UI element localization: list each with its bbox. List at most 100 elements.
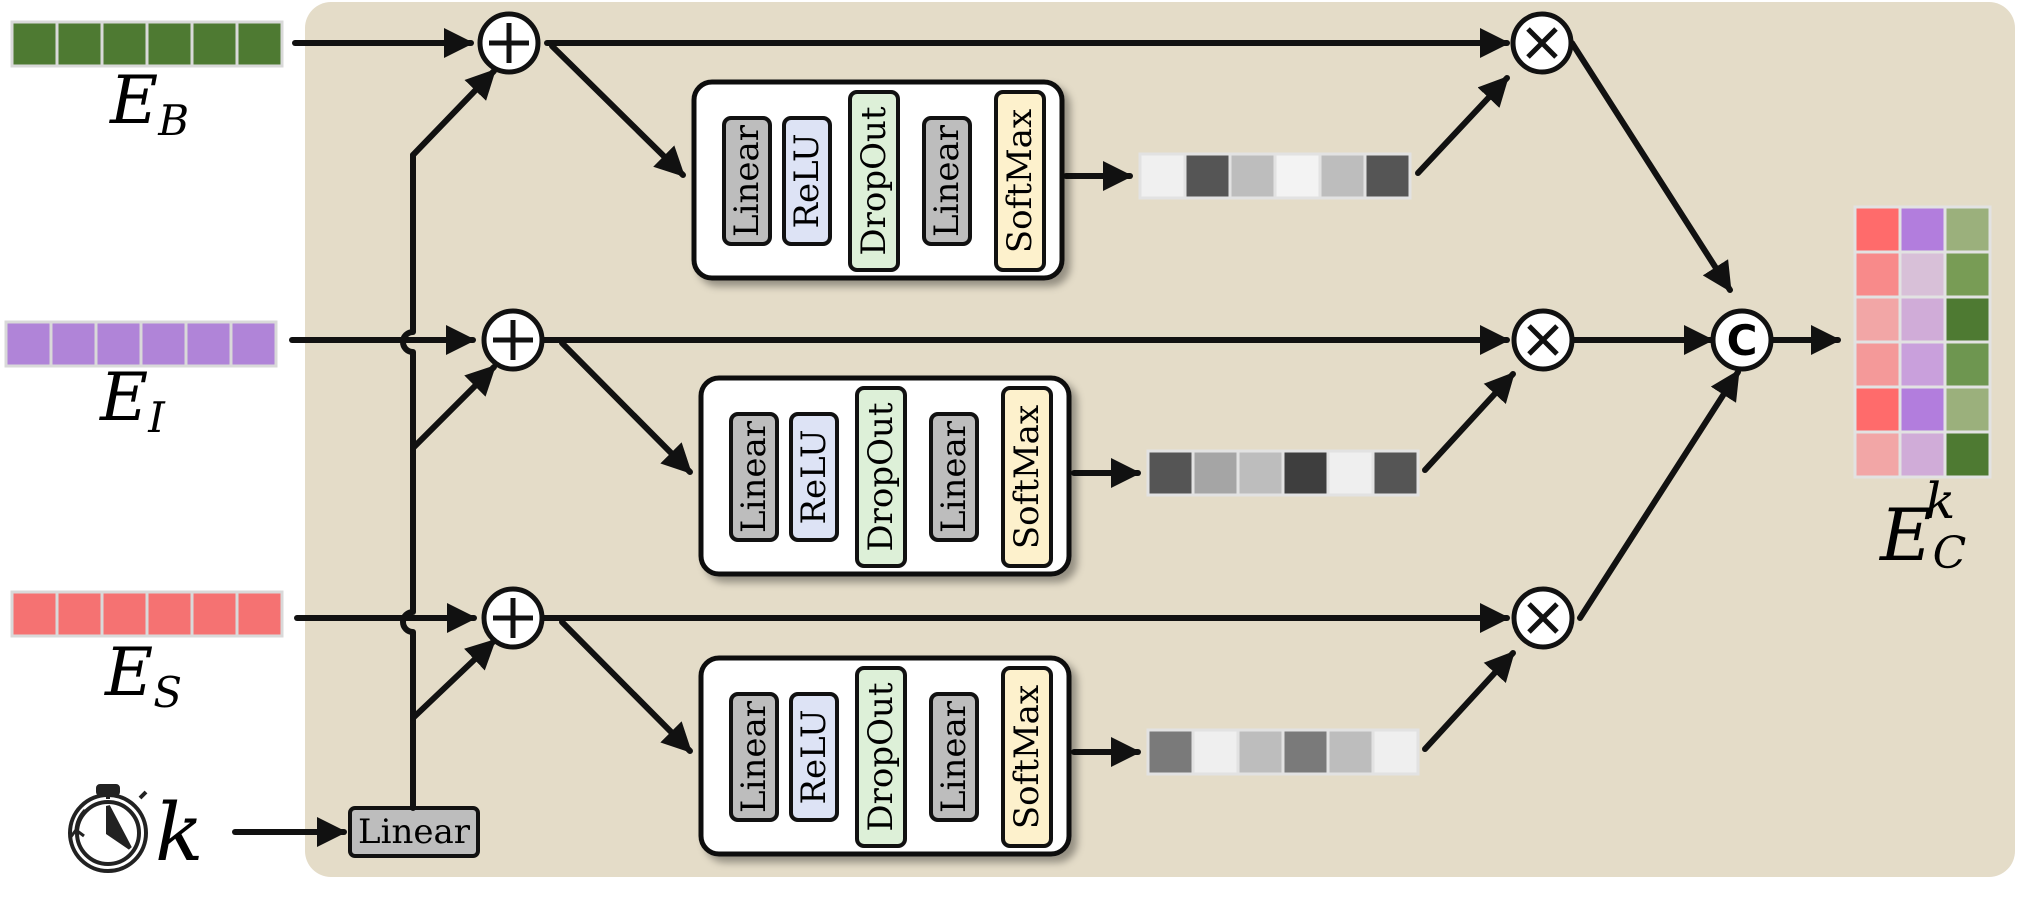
output-cell	[1943, 250, 1992, 299]
output-cell	[1898, 295, 1947, 344]
concat-op-label: C	[1727, 316, 1758, 365]
weights-s-to-mul-arrow	[1422, 650, 1516, 752]
mlp-layer-label: SoftMax	[1007, 685, 1047, 829]
embedding-s-cell	[100, 590, 149, 638]
embedding-b-cell	[145, 20, 194, 68]
attention-weight-cell	[1326, 728, 1375, 776]
output-cell	[1853, 250, 1902, 299]
mlp-layer-dropout	[855, 386, 907, 568]
attention-weight-cell	[1146, 728, 1195, 776]
embedding-b-cell	[190, 20, 239, 68]
embedding-e-b-bar	[10, 20, 284, 68]
mlp-layer-linear	[929, 412, 979, 542]
embedding-s-cell	[145, 590, 194, 638]
time-to-add-i-arrow	[410, 364, 497, 451]
mlp-layer-label: ReLU	[787, 133, 827, 228]
mlp-layer-label: DropOut	[861, 402, 901, 552]
output-cell	[1943, 385, 1992, 434]
embedding-e-i-bar	[4, 320, 278, 368]
output-cell	[1898, 385, 1947, 434]
embedding-s-cell	[10, 590, 59, 638]
output-label-sup: k	[1925, 472, 1955, 530]
output-cell	[1898, 430, 1947, 479]
mlp-layer-label: Linear	[934, 420, 974, 533]
attention-weight-cell	[1183, 152, 1232, 200]
attention-weight-cell	[1228, 152, 1277, 200]
embedding-i-cell	[4, 320, 53, 368]
output-cell	[1943, 430, 1992, 479]
attention-weight-cell	[1191, 449, 1240, 497]
add-i-to-mlp-arrow	[559, 340, 693, 475]
output-cell	[1853, 340, 1902, 389]
mul-b-to-concat-arrow	[1569, 40, 1733, 293]
time-trunk-line	[400, 152, 416, 811]
attention-weight-cell	[1318, 152, 1367, 200]
mlp-layer-softmax	[1001, 386, 1053, 568]
attention-mlp-block-i: Linear ReLU DropOut Linear SoftMax	[698, 375, 1072, 577]
label-e-s-symbol: E	[104, 634, 153, 711]
attention-weight-cell	[1363, 152, 1412, 200]
attention-weight-cell	[1281, 449, 1330, 497]
mlp-layer-linear	[729, 412, 779, 542]
output-embedding-grid	[1853, 205, 1992, 479]
embedding-e-s-bar	[10, 590, 284, 638]
mlp-layer-label: Linear	[727, 124, 767, 237]
attention-weight-cell	[1281, 728, 1330, 776]
label-e-s-sub: S	[153, 668, 182, 717]
mlp-layer-linear	[922, 116, 972, 246]
mlp-layer-linear	[729, 692, 779, 822]
embedding-s-cell	[235, 590, 284, 638]
mlp-layer-dropout	[848, 90, 900, 272]
label-e-i-symbol: E	[99, 359, 148, 436]
mlp-layer-linear	[929, 692, 979, 822]
mlp-layer-label: ReLU	[794, 429, 834, 524]
time-to-add-s-arrow	[410, 638, 497, 721]
embedding-b-cell	[100, 20, 149, 68]
attention-weight-cell	[1236, 728, 1285, 776]
attention-weight-cell	[1371, 449, 1420, 497]
weights-i-to-mul-arrow	[1422, 371, 1516, 473]
label-e-b: EB	[109, 62, 189, 145]
attention-weight-cell	[1371, 728, 1420, 776]
label-e-b-sub: B	[157, 96, 189, 145]
attention-weights-b	[1138, 152, 1412, 200]
mlp-layer-relu	[782, 116, 832, 246]
mlp-layer-label: Linear	[734, 420, 774, 533]
attention-weight-cell	[1326, 449, 1375, 497]
output-label-symbol: E	[1878, 493, 1933, 577]
mlp-layer-softmax	[1001, 666, 1053, 848]
mlp-layer-label: SoftMax	[1007, 405, 1047, 549]
time-to-add-b-arrow	[410, 68, 497, 158]
label-e-b-symbol: E	[109, 62, 158, 139]
output-cell	[1898, 340, 1947, 389]
attention-weights-i	[1146, 449, 1420, 497]
attention-weight-cell	[1138, 152, 1187, 200]
mlp-layer-label: SoftMax	[1000, 109, 1040, 253]
mlp-layer-label: DropOut	[861, 682, 901, 832]
multiply-op-i	[1511, 308, 1575, 372]
attention-weight-cell	[1146, 449, 1195, 497]
mlp-layer-softmax	[994, 90, 1046, 272]
attention-weight-cell	[1236, 449, 1285, 497]
mul-s-to-concat-arrow	[1577, 369, 1741, 621]
mlp-layer-label: Linear	[927, 124, 967, 237]
mlp-layer-label: Linear	[734, 700, 774, 813]
multiply-op-s	[1511, 586, 1575, 650]
output-cell	[1943, 340, 1992, 389]
concat-op: C	[1710, 308, 1774, 372]
multiply-op-b	[1510, 11, 1574, 75]
attention-weight-cell	[1273, 152, 1322, 200]
add-b-to-mlp-arrow	[549, 43, 686, 178]
mlp-layer-linear	[722, 116, 772, 246]
output-label-sub: C	[1933, 528, 1967, 579]
output-cell	[1898, 250, 1947, 299]
output-cell	[1943, 295, 1992, 344]
embedding-i-cell	[49, 320, 98, 368]
output-cell	[1853, 430, 1902, 479]
output-cell	[1853, 295, 1902, 344]
embedding-i-cell	[184, 320, 233, 368]
embedding-b-cell	[55, 20, 104, 68]
add-op-b	[477, 11, 541, 75]
